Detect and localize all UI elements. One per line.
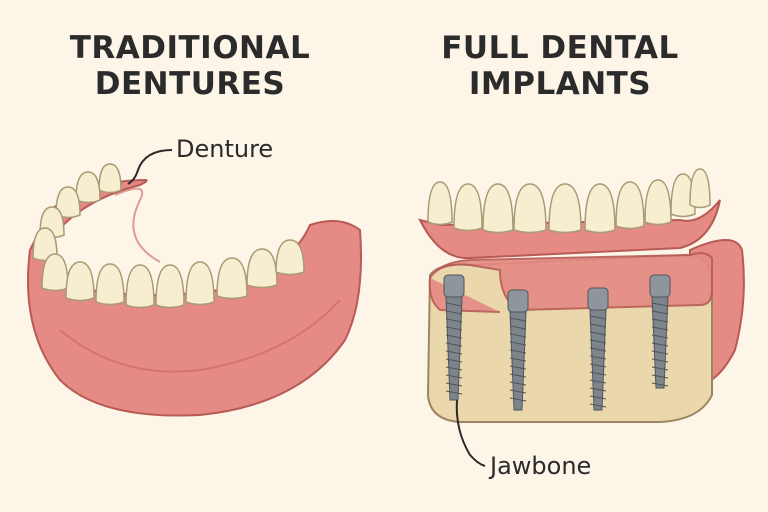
left-title-line2: DENTURES <box>94 66 286 102</box>
tooth <box>75 171 101 204</box>
tooth <box>644 179 672 226</box>
tooth <box>155 264 185 309</box>
tooth <box>246 248 278 289</box>
implant <box>587 287 609 411</box>
denture-inner-ridge <box>114 187 161 263</box>
implant <box>649 274 671 389</box>
denture-callout-line <box>127 149 173 185</box>
left-title-line1: TRADITIONAL <box>69 30 311 66</box>
left-title: TRADITIONAL DENTURES <box>40 30 340 102</box>
implant <box>443 274 465 401</box>
tooth <box>32 227 58 262</box>
right-title-line1: FULL DENTAL <box>441 30 679 66</box>
tooth <box>689 168 711 209</box>
implant-bridge-assembly <box>418 168 745 423</box>
tooth <box>98 163 122 194</box>
jawbone-callout-line <box>455 399 486 467</box>
tooth <box>95 263 125 306</box>
right-title-line2: IMPLANTS <box>468 66 652 102</box>
right-title: FULL DENTAL IMPLANTS <box>410 30 710 102</box>
tooth <box>275 239 305 276</box>
tooth <box>584 183 616 234</box>
tooth <box>453 183 483 232</box>
tooth <box>548 183 582 234</box>
tooth <box>125 264 155 309</box>
tooth <box>513 183 547 234</box>
implant <box>507 289 529 411</box>
denture-label: Denture <box>176 135 274 163</box>
tooth <box>55 186 81 219</box>
tooth <box>185 261 215 306</box>
tooth <box>65 261 95 302</box>
traditional-denture <box>27 163 362 417</box>
tooth <box>41 253 69 292</box>
jaw-gum-top <box>428 252 713 313</box>
tooth <box>482 183 514 234</box>
tooth <box>615 181 645 230</box>
jawbone-label: Jawbone <box>490 452 592 480</box>
tooth <box>216 257 248 300</box>
denture-gum-fold <box>59 299 341 373</box>
tooth <box>427 181 453 226</box>
